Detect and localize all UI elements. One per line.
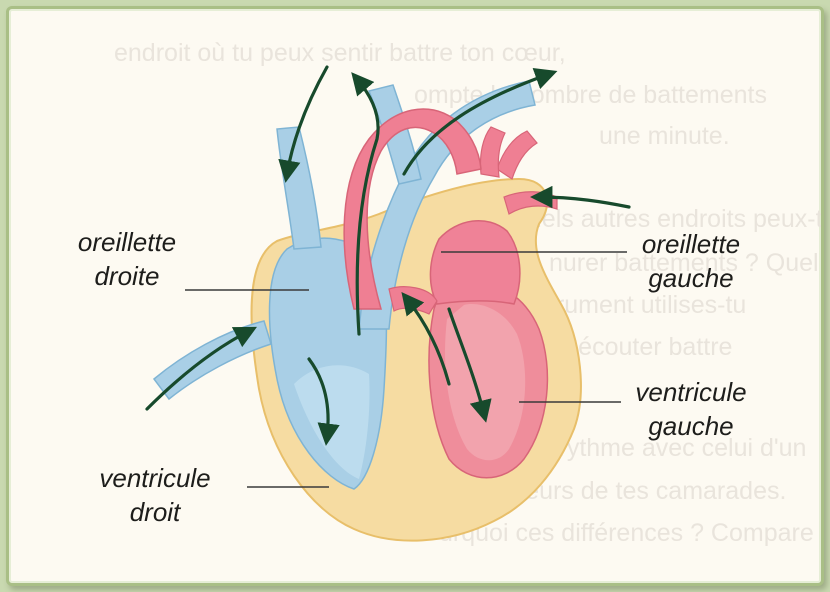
label-oreillette-droite: oreillette droite — [65, 225, 189, 293]
left-ventricle-highlight — [445, 304, 526, 461]
flow-arrow — [145, 326, 257, 411]
background-line: endroit où tu peux sentir battre ton cœu… — [114, 39, 566, 67]
label-ventricule-droit: ventricule droit — [85, 461, 225, 529]
left-atrium — [429, 219, 521, 305]
label-line: ventricule — [635, 377, 747, 407]
flow-arrow — [530, 185, 631, 209]
label-line: ventricule — [99, 463, 211, 493]
flow-arrow — [351, 72, 380, 336]
right-ventricle-inner — [294, 365, 370, 479]
background-line: ur écouter battre — [549, 333, 733, 361]
label-line: gauche — [648, 263, 734, 293]
label-line: droite — [94, 261, 160, 291]
label-line: droit — [129, 497, 181, 527]
flow-arrow — [278, 65, 329, 183]
flow-arrow — [402, 67, 558, 176]
blood-flow-arrows — [145, 65, 631, 446]
superior-vena-cava — [276, 126, 322, 250]
flow-arrow — [307, 357, 340, 446]
label-ventricule-gauche: ventricule gauche — [621, 375, 761, 443]
flow-arrow — [401, 292, 451, 386]
label-line: oreillette — [77, 227, 177, 257]
label-line: oreillette — [641, 229, 741, 259]
pulmonary-vein — [496, 130, 538, 180]
pulmonary-vein — [479, 126, 506, 178]
background-line: urquoi ces différences ? Compare ton ryt… — [439, 519, 821, 547]
label-oreillette-gauche: oreillette gauche — [629, 227, 753, 295]
label-line: gauche — [648, 411, 734, 441]
figure-frame: endroit où tu peux sentir battre ton cœu… — [6, 6, 824, 586]
background-line: nurer battements ? Quel — [549, 249, 819, 277]
flow-arrow — [447, 307, 492, 423]
background-line: une minute. — [599, 122, 730, 150]
background-line: quels autres endroits peux-tu — [514, 205, 824, 233]
background-line: trument utilises-tu — [549, 291, 747, 319]
heart-diagram — [145, 65, 631, 542]
